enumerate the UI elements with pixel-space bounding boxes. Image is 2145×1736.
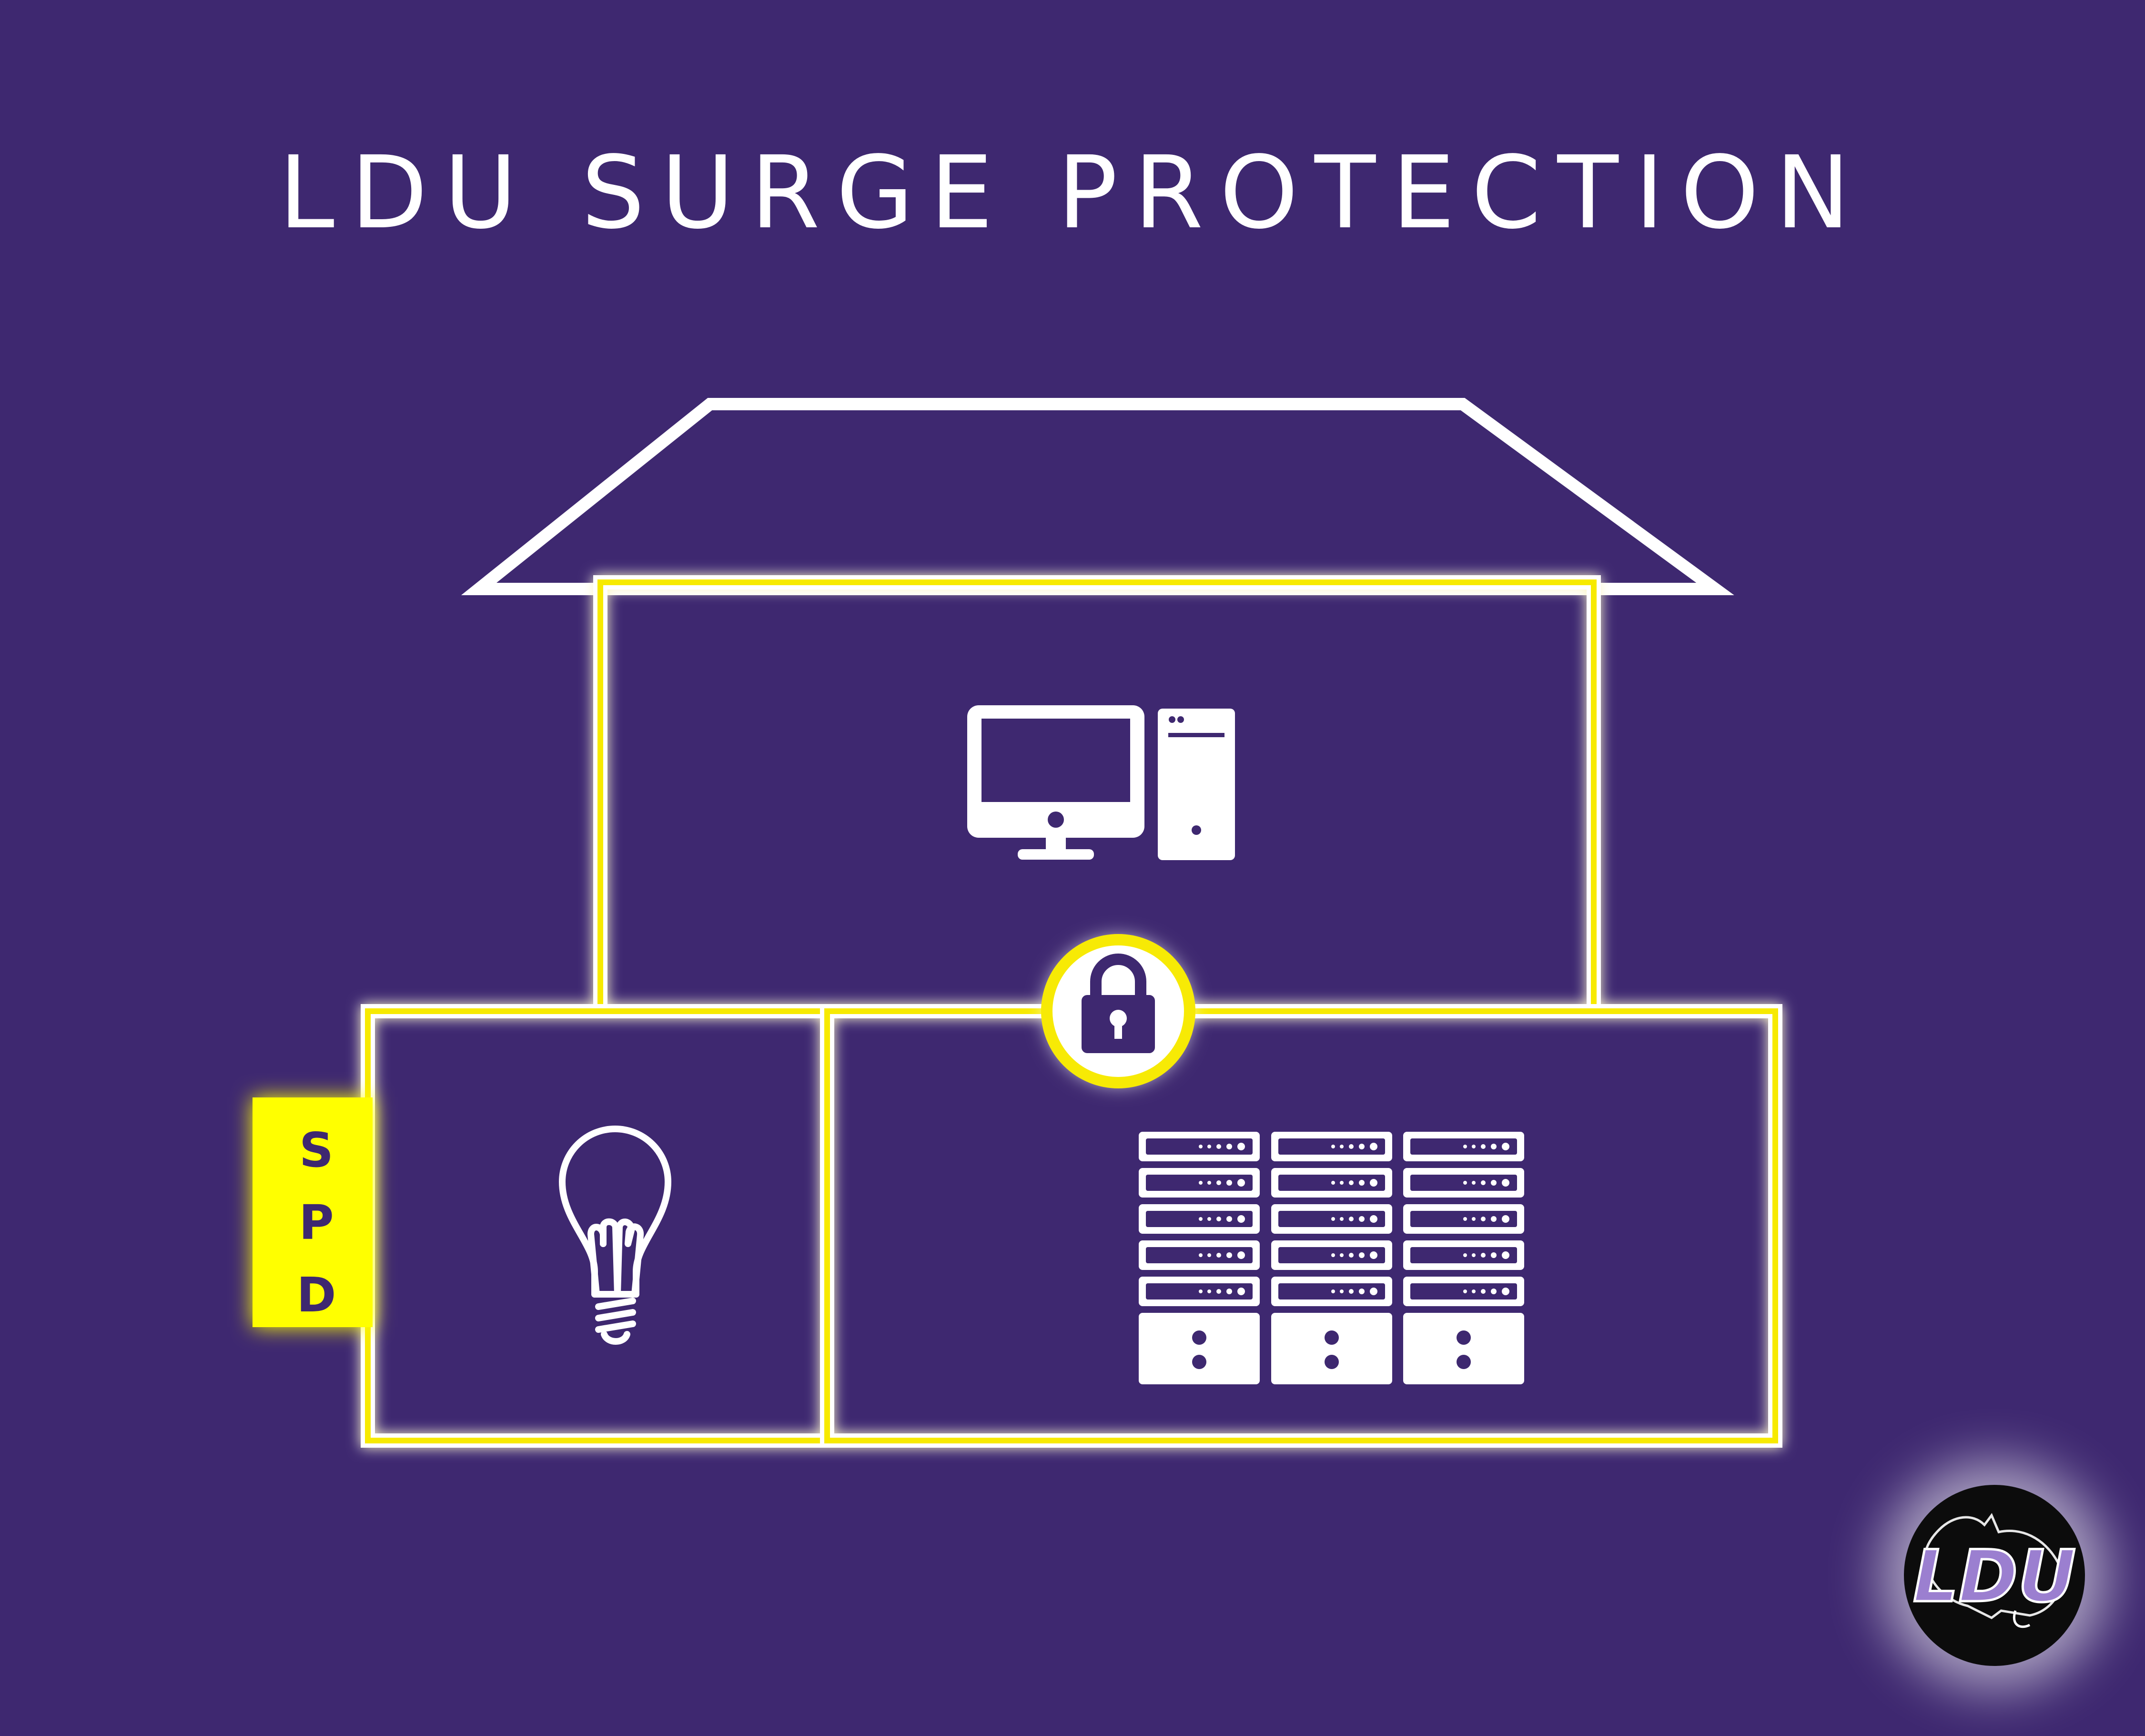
padlock-icon (1082, 954, 1155, 1053)
server-rack-2 (1271, 1132, 1392, 1384)
server-rack-3 (1403, 1132, 1524, 1384)
server-racks-icon (1139, 1132, 1524, 1384)
light-bulb-icon (559, 1126, 671, 1345)
server-rack-1 (1139, 1132, 1260, 1384)
spd-letter-p: P (299, 1195, 334, 1250)
spd-letter-d: D (296, 1267, 336, 1323)
spd-label: S P D (296, 1122, 336, 1323)
house-roof (461, 398, 1734, 595)
desktop-computer-icon (967, 705, 1235, 860)
lock-badge (1041, 934, 1195, 1088)
logo-text: LDU (1913, 1535, 2076, 1618)
spd-letter-s: S (299, 1122, 334, 1178)
spd-box (253, 1097, 373, 1327)
ldu-logo: LDU (1880, 1461, 2109, 1690)
australia-map-icon (1923, 1513, 2063, 1619)
page-title: LDU SURGE PROTECTION (278, 134, 1867, 251)
